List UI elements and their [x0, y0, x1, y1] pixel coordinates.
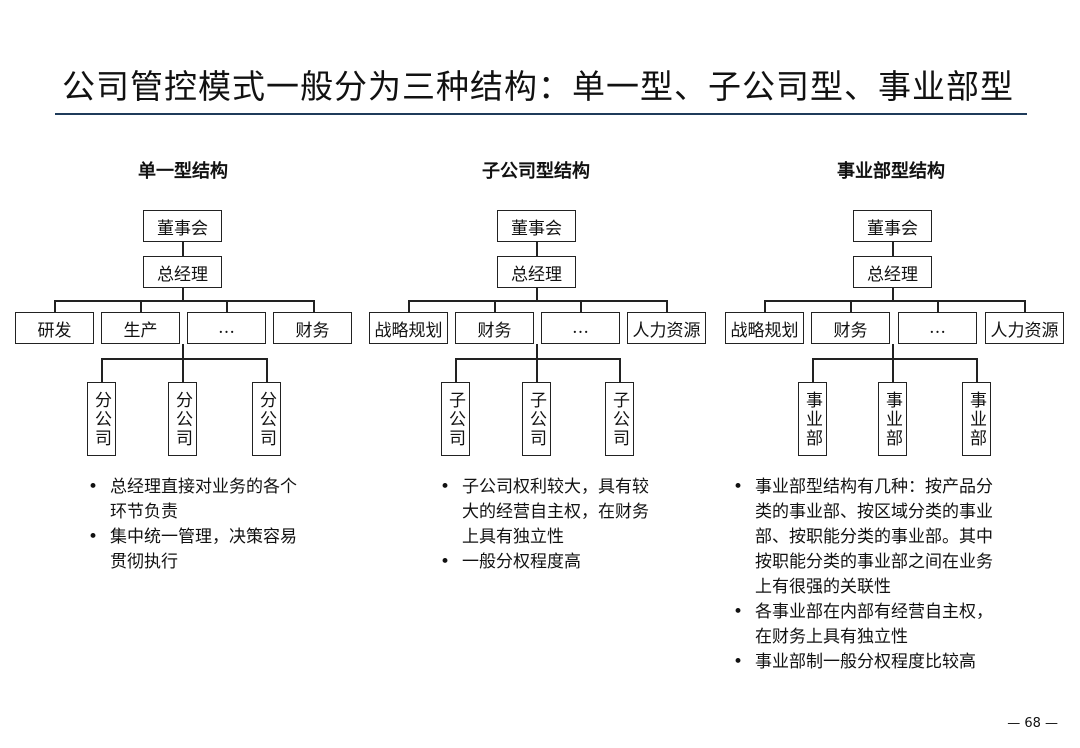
connector — [408, 300, 410, 312]
bullet-item: 事业部型结构有几种：按产品分类的事业部、按区域分类的事业部、按职能分类的事业部。… — [733, 475, 1005, 600]
bullet-list: 子公司权利较大，具有较大的经营自主权，在财务上具有独立性 一般分权程度高 — [440, 475, 665, 575]
structure-subsidiary-title: 子公司型结构 — [482, 161, 590, 182]
connector — [812, 358, 814, 382]
connector — [1024, 300, 1026, 312]
connector — [892, 358, 894, 382]
board-box: 董事会 — [143, 210, 222, 242]
dept-box: … — [187, 312, 266, 344]
unit-box: 子公司 — [441, 382, 470, 456]
connector — [54, 300, 56, 312]
unit-box: 分公司 — [168, 382, 197, 456]
connector — [937, 300, 939, 312]
dept-box: … — [541, 312, 620, 344]
unit-box: 分公司 — [252, 382, 281, 456]
unit-box: 事业部 — [798, 382, 827, 456]
connector — [536, 288, 538, 300]
connector — [101, 358, 103, 382]
bullet-item: 总经理直接对业务的各个环节负责 — [88, 475, 313, 525]
slide-title: 公司管控模式一般分为三种结构：单一型、子公司型、事业部型 — [62, 67, 1014, 106]
dept-box: 战略规划 — [725, 312, 804, 344]
bullet-item: 各事业部在内部有经营自主权，在财务上具有独立性 — [733, 600, 1005, 650]
dept-bus-line — [764, 300, 1024, 302]
connector — [850, 300, 852, 312]
connector — [226, 300, 228, 312]
dept-box: 财务 — [273, 312, 352, 344]
connector — [182, 288, 184, 300]
connector — [666, 300, 668, 312]
connector — [182, 344, 184, 358]
dept-bus-line — [54, 300, 313, 302]
bullet-item: 集中统一管理，决策容易贯彻执行 — [88, 525, 313, 575]
connector — [892, 288, 894, 300]
bullet-item: 子公司权利较大，具有较大的经营自主权，在财务上具有独立性 — [440, 475, 665, 550]
unit-box: 分公司 — [87, 382, 116, 456]
board-box: 董事会 — [853, 210, 932, 242]
bullet-item: 一般分权程度高 — [440, 550, 665, 575]
dept-box: 人力资源 — [627, 312, 706, 344]
gm-box: 总经理 — [497, 256, 576, 288]
unit-bus-line — [812, 358, 976, 360]
board-box: 董事会 — [497, 210, 576, 242]
bullet-item: 事业部制一般分权程度比较高 — [733, 650, 1005, 675]
connector — [182, 358, 184, 382]
unit-box: 事业部 — [962, 382, 991, 456]
dept-box: 人力资源 — [985, 312, 1064, 344]
gm-box: 总经理 — [853, 256, 932, 288]
unit-bus-line — [101, 358, 266, 360]
dept-box: 财务 — [811, 312, 890, 344]
unit-box: 子公司 — [605, 382, 634, 456]
structure-single-title: 单一型结构 — [138, 161, 228, 182]
dept-box: 战略规划 — [369, 312, 448, 344]
unit-box: 子公司 — [522, 382, 551, 456]
dept-box: 生产 — [101, 312, 180, 344]
connector — [976, 358, 978, 382]
dept-bus-line — [408, 300, 666, 302]
connector — [140, 300, 142, 312]
structure-division-title: 事业部型结构 — [837, 161, 945, 182]
unit-box: 事业部 — [878, 382, 907, 456]
connector — [266, 358, 268, 382]
dept-box: 研发 — [15, 312, 94, 344]
page-number: — 68 — — [1007, 716, 1058, 731]
connector — [455, 358, 457, 382]
connector — [536, 344, 538, 358]
connector — [536, 242, 538, 256]
connector — [764, 300, 766, 312]
gm-box: 总经理 — [143, 256, 222, 288]
connector — [619, 358, 621, 382]
bullet-list: 事业部型结构有几种：按产品分类的事业部、按区域分类的事业部、按职能分类的事业部。… — [733, 475, 1005, 675]
connector — [182, 242, 184, 256]
connector — [313, 300, 315, 312]
connector — [580, 300, 582, 312]
bullet-list: 总经理直接对业务的各个环节负责 集中统一管理，决策容易贯彻执行 — [88, 475, 313, 575]
connector — [892, 242, 894, 256]
dept-box: … — [898, 312, 977, 344]
connector — [892, 344, 894, 358]
connector — [536, 358, 538, 382]
connector — [494, 300, 496, 312]
dept-box: 财务 — [455, 312, 534, 344]
title-divider — [55, 113, 1027, 115]
